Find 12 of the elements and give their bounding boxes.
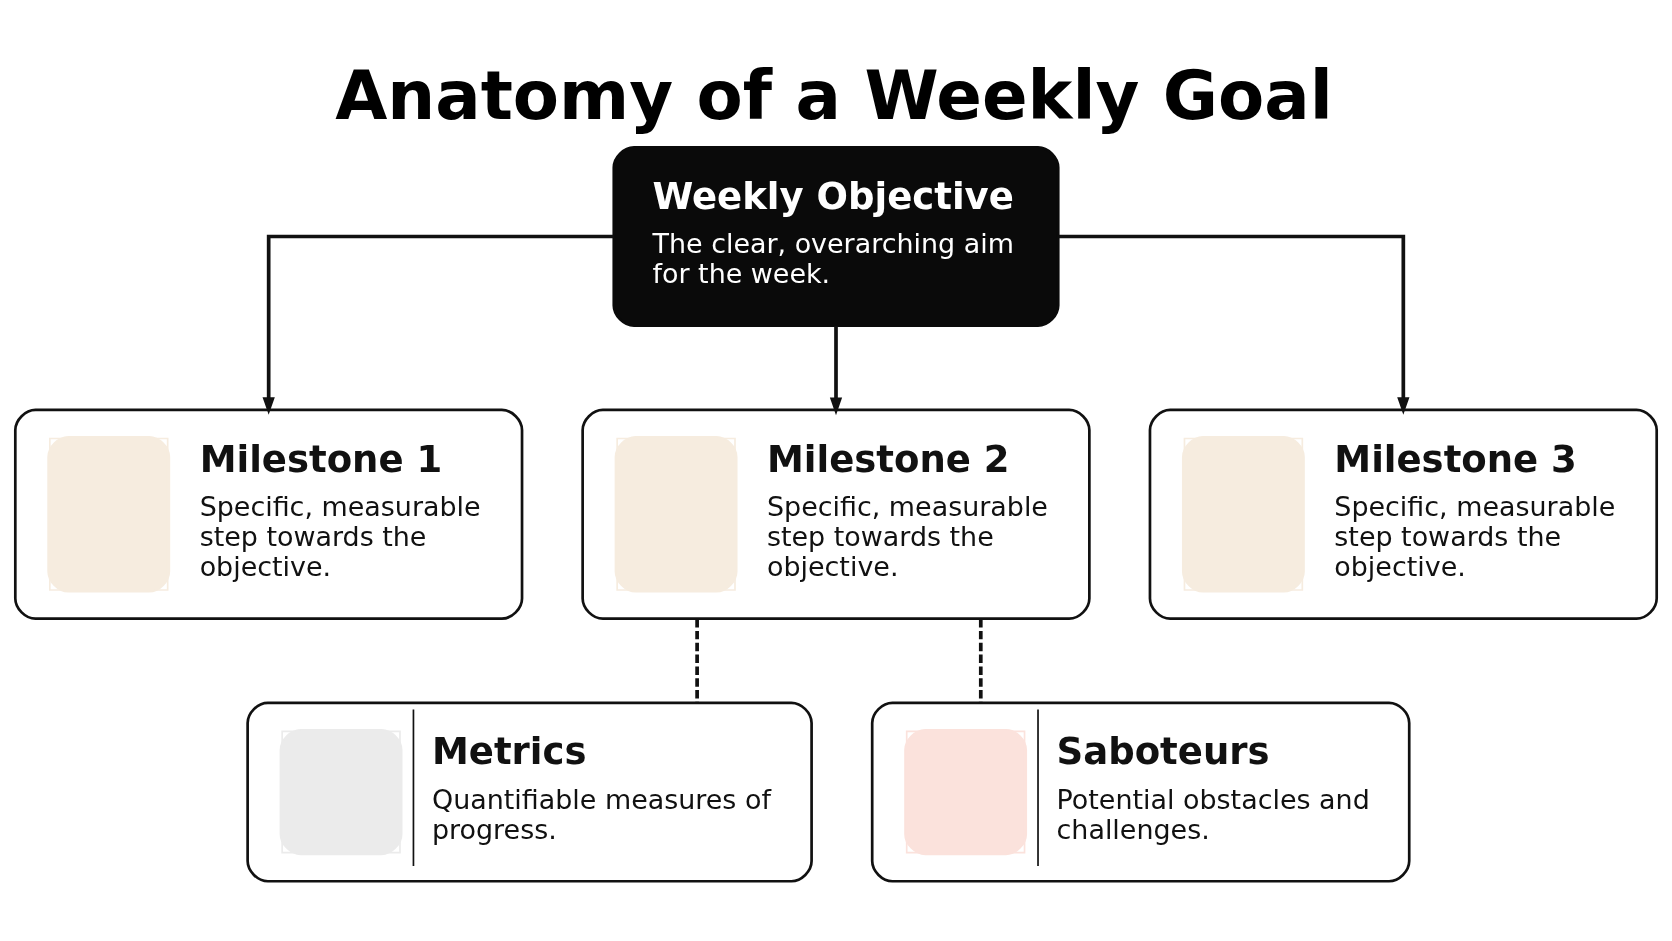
arrow (262, 234, 614, 415)
node-box: Weekly Objective The clear, overarching aim for the week. (612, 145, 1060, 328)
connector (695, 619, 699, 703)
node-box: Milestone 3 Specific, measurable step towards the objective. (1148, 408, 1659, 620)
arrow (1058, 234, 1410, 415)
connector (978, 619, 983, 703)
arrow (829, 325, 843, 416)
node-box: Metrics Quantifiable measures of progress. (246, 701, 813, 883)
node-box: Milestone 2 Specific, measurable step towards the objective. (581, 408, 1091, 620)
node-box: Saboteurs Potential obstacles and challenges. (870, 701, 1411, 883)
diagram-title: Anatomy of a Weekly Goal (335, 56, 1333, 135)
node-box: Milestone 1 Specific, measurable step towards the objective. (13, 408, 524, 620)
